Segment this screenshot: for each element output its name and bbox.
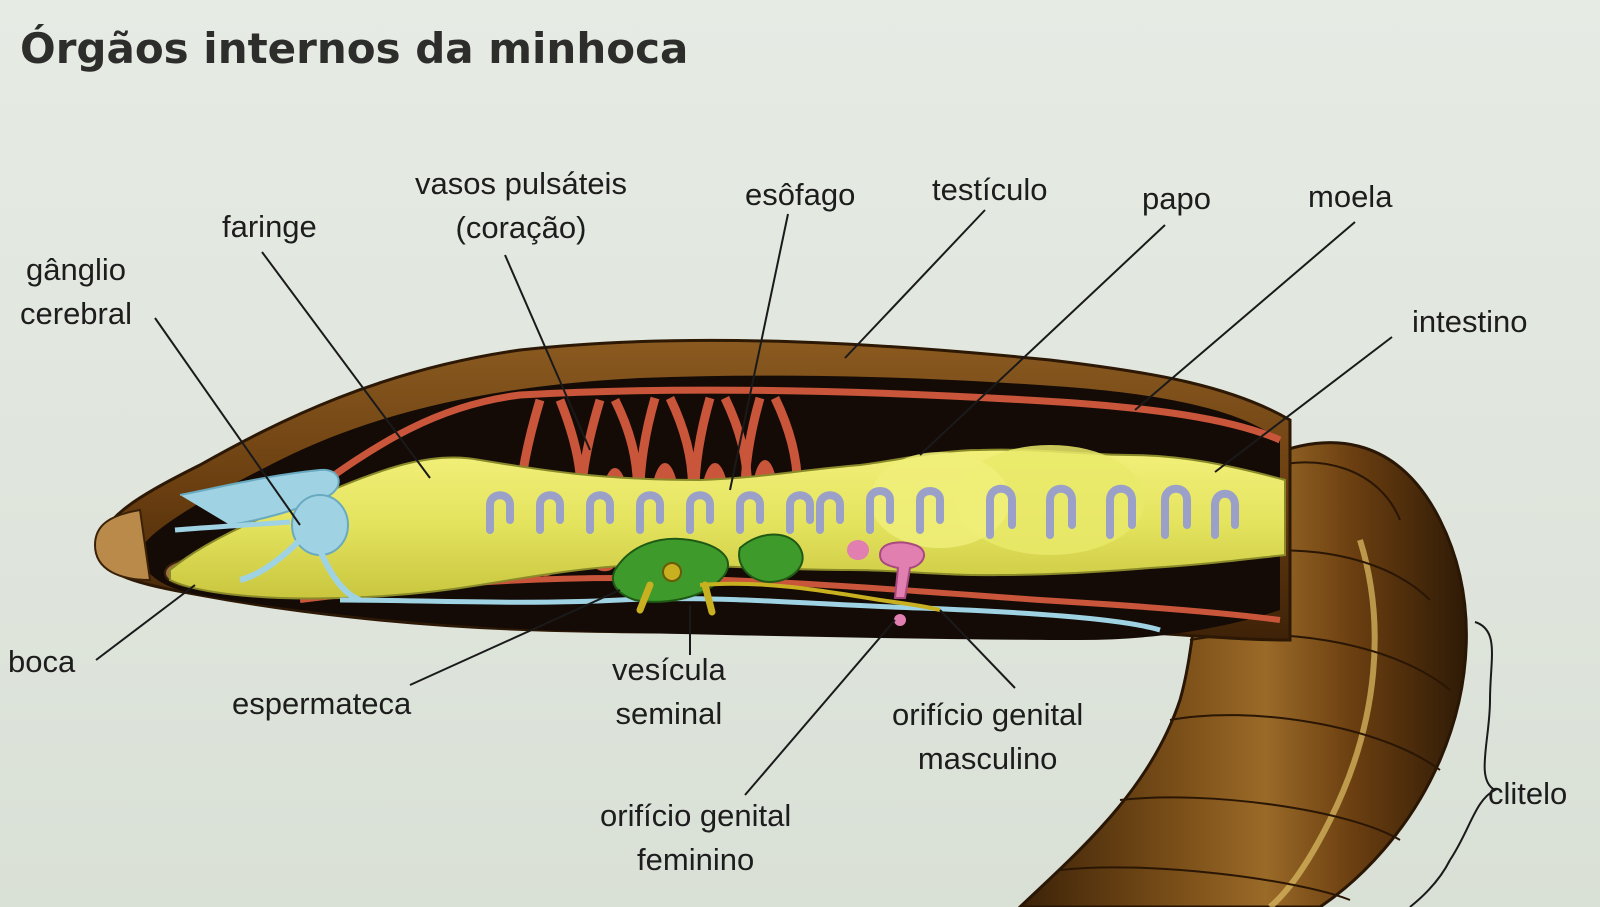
label-boca: boca [8, 644, 76, 679]
leader-masculino [939, 609, 1016, 689]
leader-papo [919, 224, 1166, 456]
leader-intestino [1214, 336, 1393, 473]
label-clitelo: clitelo [1488, 776, 1568, 811]
leader-boca [95, 584, 196, 661]
label-feminino-line2: feminino [637, 842, 755, 877]
label-ganglio-line1: gânglio [26, 252, 126, 287]
page-title: Órgãos internos da minhoca [20, 24, 689, 73]
leader-ganglio [154, 317, 301, 526]
leader-testiculo [844, 209, 986, 359]
label-masculino-line2: masculino [917, 741, 1058, 776]
label-papo: papo [1142, 181, 1211, 216]
leader-faringe [261, 251, 431, 479]
leader-espermateca [409, 589, 621, 686]
label-ganglio-cerebral: gânglio cerebral [20, 248, 132, 336]
label-moela: moela [1308, 179, 1393, 214]
leader-feminino [744, 619, 896, 796]
label-vesicula-line1: vesícula [612, 652, 726, 687]
label-vasos-line2: (coração) [455, 210, 587, 245]
label-orificio-masculino: orifício genital masculino [892, 693, 1083, 781]
nervous-system [174, 468, 1161, 633]
label-intestino: intestino [1412, 304, 1528, 339]
label-vasos-pulsateis: vasos pulsáteis (coração) [415, 162, 627, 250]
label-vasos-line1: vasos pulsáteis [415, 166, 627, 201]
reproductive-organs [612, 533, 941, 626]
clitelo-bracket [1409, 621, 1498, 907]
label-espermateca: espermateca [232, 686, 412, 721]
leader-vasos [504, 254, 591, 451]
label-masculino-line1: orifício genital [892, 697, 1084, 732]
label-faringe: faringe [222, 209, 317, 244]
label-feminino-line1: orifício genital [600, 798, 792, 833]
label-vesicula-seminal: vesícula seminal [612, 648, 726, 736]
label-testiculo: testículo [932, 172, 1048, 207]
worm-tail [1017, 441, 1468, 907]
label-orificio-feminino: orifício genital feminino [600, 794, 791, 882]
leader-moela [1134, 221, 1356, 411]
nephridia [486, 484, 1239, 539]
leader-esofago [729, 213, 789, 491]
leader-lines [95, 209, 1498, 907]
label-ganglio-line2: cerebral [20, 296, 132, 331]
label-esofago: esôfago [745, 177, 856, 212]
label-vesicula-line2: seminal [615, 696, 723, 731]
